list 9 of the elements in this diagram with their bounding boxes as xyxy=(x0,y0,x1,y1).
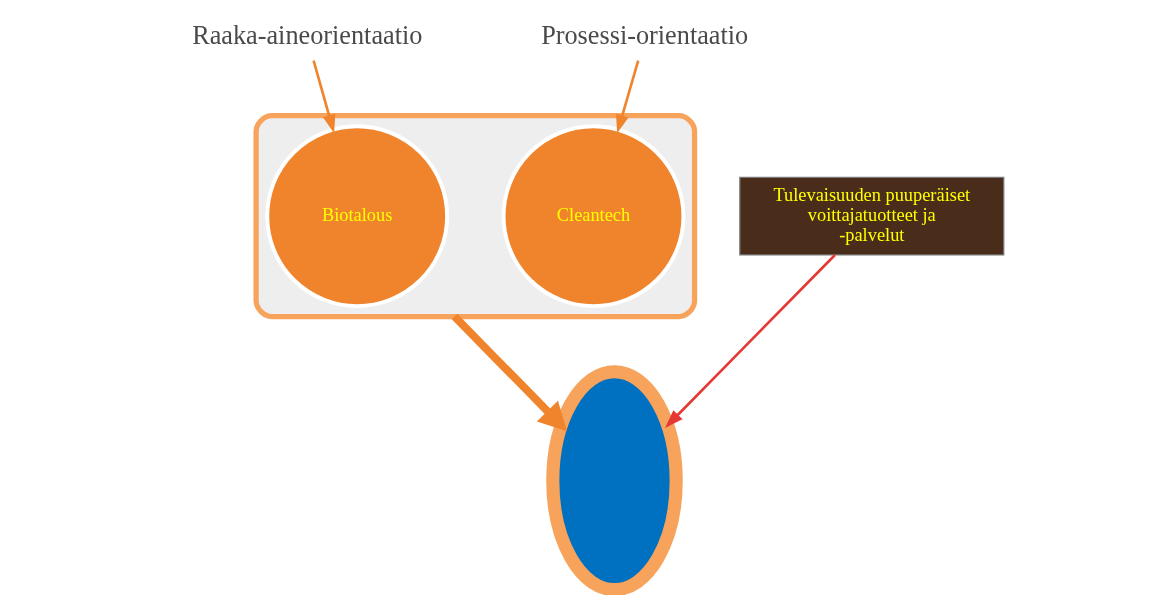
arrow xyxy=(451,313,568,432)
node-circle: Biotalous xyxy=(265,124,450,309)
node-text: Prosessi-orientaatio xyxy=(541,20,749,50)
node-circle: Cleantech xyxy=(501,124,686,309)
arrow xyxy=(665,254,836,428)
arrow xyxy=(312,60,336,134)
node-box: Tulevaisuuden puuperäiset voittajatuotteet ja -palvelut xyxy=(739,176,1005,256)
node-text: Raaka-aineorientaatio xyxy=(192,20,423,50)
arrow xyxy=(616,60,640,134)
